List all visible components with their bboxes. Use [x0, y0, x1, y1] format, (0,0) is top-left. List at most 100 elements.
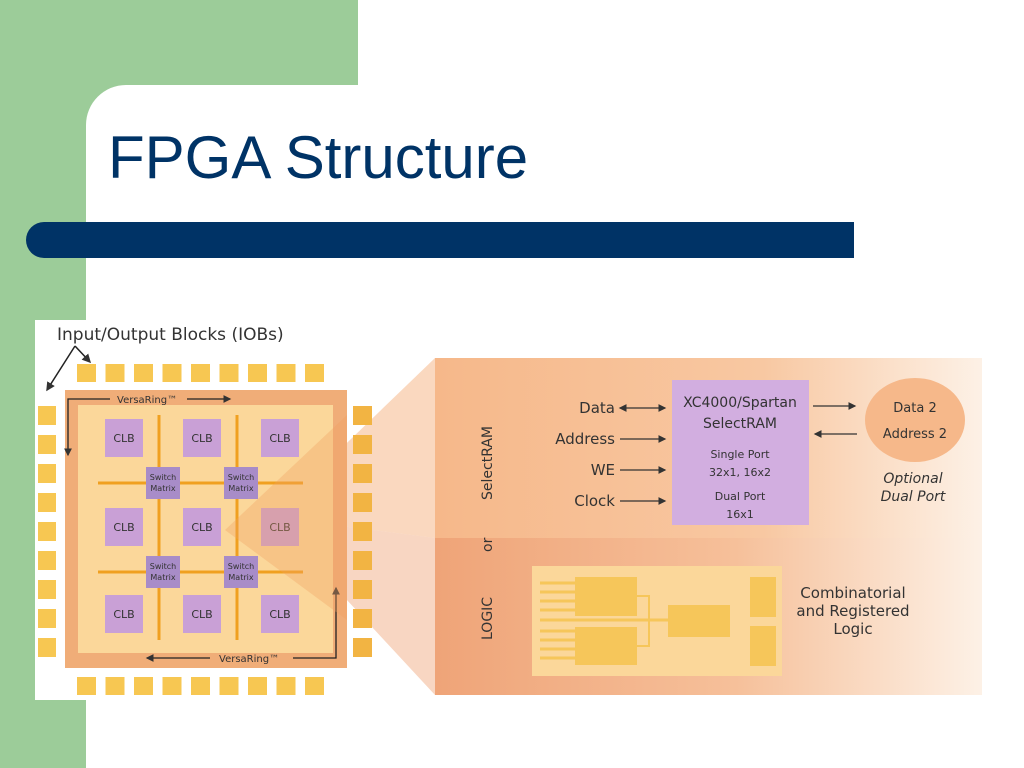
input-label-data: Data — [579, 399, 615, 417]
iob-pad — [305, 364, 324, 382]
clb-block — [261, 508, 299, 546]
iob-pad — [248, 364, 267, 382]
title-underline-bar — [26, 222, 854, 258]
ram-detail-1: Single Port — [710, 448, 770, 461]
clb-label: CLB — [113, 608, 134, 621]
iob-pad — [38, 464, 56, 483]
switch-matrix — [146, 467, 180, 499]
optional-caption-1: Optional — [883, 471, 942, 487]
iob-pad — [353, 464, 372, 483]
lut-combine-lines — [637, 595, 668, 647]
clb-label: CLB — [191, 432, 212, 445]
iob-pad — [162, 677, 182, 695]
clb-label: CLB — [113, 432, 134, 445]
versaring-top-label: VersaRing™ — [117, 395, 177, 406]
iob-pad — [219, 677, 239, 695]
clb-block — [183, 419, 221, 457]
clb-block — [105, 595, 143, 633]
ram-detail-4: 16x1 — [726, 508, 754, 521]
input-label-we: WE — [591, 461, 615, 479]
versaring-arrow-bottom-right — [293, 586, 340, 659]
logic-input-lines — [540, 581, 675, 660]
switch-label-line1: Switch — [150, 473, 176, 482]
iob-pad — [38, 406, 56, 425]
ram-detail-2: 32x1, 16x2 — [709, 466, 771, 479]
optional-caption-2: Dual Port — [881, 489, 946, 505]
iob-pad — [38, 522, 56, 541]
switch-label-line2: Matrix — [228, 573, 253, 582]
switch-label-line1: Switch — [228, 473, 254, 482]
iob-pad — [191, 677, 210, 695]
iob-pad — [134, 364, 153, 382]
iob-pad — [77, 677, 96, 695]
iob-pad — [105, 677, 125, 695]
clb-label: CLB — [191, 608, 212, 621]
clb-label: CLB — [269, 521, 290, 534]
switch-label-line2: Matrix — [150, 484, 175, 493]
clb-block — [261, 419, 299, 457]
dual-port-ellipse — [865, 378, 965, 462]
clb-block — [261, 595, 299, 633]
clb-block — [183, 508, 221, 546]
iob-pad — [38, 638, 56, 657]
slide-title: FPGA Structure — [108, 124, 529, 191]
iob-pad — [134, 677, 153, 695]
iob-pad — [353, 609, 372, 628]
dual-port-data2: Data 2 — [893, 401, 936, 416]
clb-block — [105, 419, 143, 457]
clb-label: CLB — [191, 521, 212, 534]
iob-label: Input/Output Blocks (IOBs) — [57, 325, 284, 345]
iob-pad — [219, 364, 239, 382]
switch-matrix — [146, 556, 180, 588]
ram-title-line2: SelectRAM — [703, 416, 777, 432]
iob-pad — [353, 522, 372, 541]
iob-pad — [77, 364, 96, 382]
logic-caption-2: and Registered — [796, 602, 909, 620]
iob-pad — [38, 609, 56, 628]
switch-matrix-grid: SwitchMatrixSwitchMatrixSwitchMatrixSwit… — [146, 467, 258, 588]
register-block-2 — [750, 626, 776, 666]
clb-label: CLB — [269, 432, 290, 445]
switch-label-line1: Switch — [228, 562, 254, 571]
input-label-clock: Clock — [574, 492, 615, 510]
clb-grid: CLB CLB CLB CLB CLB CLB CLB CLB CLB — [105, 419, 299, 633]
mux-block — [668, 605, 730, 637]
input-label-address: Address — [555, 430, 615, 448]
iob-pad — [353, 493, 372, 512]
ram-title-line1: XC4000/Spartan — [683, 395, 797, 411]
iob-pad — [305, 677, 324, 695]
switch-label-line1: Switch — [150, 562, 176, 571]
switch-label-line2: Matrix — [150, 573, 175, 582]
iob-pointer-arrow-right — [74, 345, 92, 364]
selectram-block — [672, 380, 809, 525]
iob-pad — [162, 364, 182, 382]
ram-detail-3: Dual Port — [715, 490, 766, 503]
iob-pad — [353, 551, 372, 570]
routing-channels — [98, 415, 303, 640]
logic-caption-1: Combinatorial — [800, 584, 905, 602]
logic-side-label: LOGIC — [480, 597, 496, 640]
or-side-label: or — [480, 537, 496, 552]
logic-caption-3: Logic — [833, 620, 872, 638]
clb-block — [105, 508, 143, 546]
iob-pad — [353, 580, 372, 599]
clb-label: CLB — [113, 521, 134, 534]
iob-pad — [353, 435, 372, 454]
iob-pad — [353, 638, 372, 657]
iob-pad — [38, 551, 56, 570]
dual-port-address2: Address 2 — [883, 427, 947, 442]
iob-pad — [38, 493, 56, 512]
iob-pad-group — [38, 364, 372, 695]
highlight-overlay — [225, 415, 347, 620]
lut-block-1 — [575, 577, 637, 616]
switch-matrix — [224, 556, 258, 588]
iob-pad — [38, 580, 56, 599]
iob-pad — [276, 677, 296, 695]
clb-label: CLB — [269, 608, 290, 621]
register-block-1 — [750, 577, 776, 617]
iob-pad — [38, 435, 56, 454]
versaring-bottom-label: VersaRing™ — [219, 654, 279, 665]
iob-pad — [353, 406, 372, 425]
selectram-side-label: SelectRAM — [480, 426, 496, 500]
iob-pad — [248, 677, 267, 695]
